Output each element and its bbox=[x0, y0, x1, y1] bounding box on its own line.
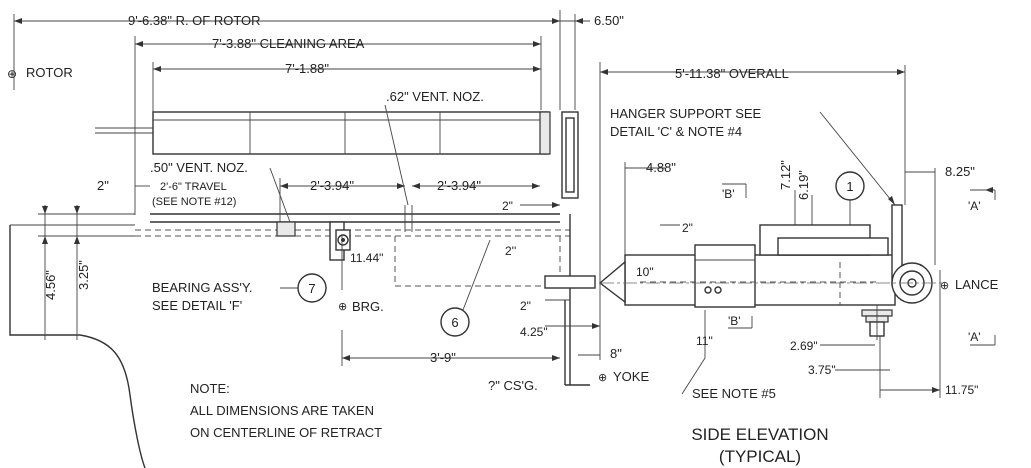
bearing-assembly bbox=[329, 221, 351, 261]
bearing-label-line1: BEARING ASS'Y. bbox=[152, 280, 253, 295]
callout-bubbles bbox=[280, 171, 865, 337]
dim-4-88: 4.88" bbox=[646, 160, 676, 175]
dim-cleaning-area: 7'-3.88" CLEANING AREA bbox=[212, 36, 365, 51]
title-side-elevation: SIDE ELEVATION bbox=[691, 425, 828, 444]
label-vent-noz-50: .50" VENT. NOZ. bbox=[150, 160, 248, 175]
see-note-5: SEE NOTE #5 bbox=[692, 386, 776, 401]
dim-11-44: 11.44" bbox=[350, 251, 383, 265]
dim-8: 8" bbox=[610, 346, 622, 361]
section-b-top: 'B' bbox=[722, 187, 735, 201]
yoke-label: YOKE bbox=[613, 369, 649, 384]
dim-rotor-distance: 9'-6.38" R. OF ROTOR bbox=[128, 13, 261, 28]
left-vertical-dimensions bbox=[38, 205, 135, 340]
callout-7: 7 bbox=[308, 281, 315, 296]
dim-2-left: 2" bbox=[97, 178, 109, 193]
label-see-note-12: (SEE NOTE #12) bbox=[152, 196, 236, 208]
callout-6: 6 bbox=[451, 315, 458, 330]
dim-11: 11" bbox=[696, 334, 713, 348]
dim-4-56: 4.56" bbox=[43, 270, 58, 300]
dim-3-75: 3.75" bbox=[808, 363, 836, 377]
dim-2-3-94-a: 2'-3.94" bbox=[310, 178, 354, 193]
dim-2-3-94-b: 2'-3.94" bbox=[437, 178, 481, 193]
dim-4-25: 4.25" bbox=[520, 325, 548, 339]
carriage-assembly bbox=[598, 111, 933, 340]
dim-7-1-88: 7'-1.88" bbox=[285, 61, 329, 76]
brg-label: BRG. bbox=[352, 299, 384, 314]
dim-10: 10" bbox=[636, 265, 654, 279]
note-heading: NOTE: bbox=[190, 381, 230, 396]
section-markers bbox=[722, 183, 996, 346]
note-line-2: ON CENTERLINE OF RETRACT bbox=[190, 425, 382, 440]
section-a-bottom: 'A' bbox=[968, 330, 981, 344]
dim-6-19: 6.19" bbox=[796, 170, 811, 200]
label-vent-noz-62: .62" VENT. NOZ. bbox=[386, 89, 484, 104]
dim-overall: 5'-11.38" OVERALL bbox=[675, 66, 789, 81]
dim-2-69: 2.69" bbox=[790, 339, 818, 353]
section-b-bottom: 'B' bbox=[728, 314, 741, 328]
dim-11-75: 11.75" bbox=[945, 383, 978, 397]
dim-8-25: 8.25" bbox=[945, 164, 975, 179]
dim-2-carriage: 2" bbox=[682, 221, 693, 235]
callout-1: 1 bbox=[846, 179, 853, 194]
dim-2-plate: 2" bbox=[502, 199, 513, 213]
note5-leader bbox=[681, 357, 706, 395]
top-dimension-lines bbox=[13, 10, 590, 215]
dim-7-12: 7.12" bbox=[778, 160, 793, 190]
hanger-label-line1: HANGER SUPPORT SEE bbox=[610, 106, 762, 121]
title-typical: (TYPICAL) bbox=[719, 447, 801, 466]
rotor-centerline-symbol: ⊕ bbox=[7, 67, 17, 81]
dim-travel: 2'-6" TRAVEL bbox=[160, 181, 227, 193]
dim-2-mid: 2'' bbox=[505, 244, 516, 258]
dim-2-lower: 2" bbox=[520, 299, 531, 313]
lance-centerline-symbol: ⊕ bbox=[940, 280, 949, 292]
section-a-top: 'A' bbox=[968, 199, 981, 213]
lance-label: LANCE bbox=[955, 277, 999, 292]
rotor-housing-outline bbox=[9, 214, 625, 468]
bearing-label-line2: SEE DETAIL 'F' bbox=[152, 298, 242, 313]
dim-casing: ?" CS'G. bbox=[488, 378, 538, 393]
hanger-label-line2: DETAIL 'C' & NOTE #4 bbox=[610, 124, 742, 139]
mid-dimension-lines bbox=[135, 104, 600, 366]
dim-3-25: 3.25" bbox=[76, 260, 91, 290]
dim-3-9: 3'-9" bbox=[430, 350, 456, 365]
lance-tube-body bbox=[95, 111, 579, 199]
rotor-label: ROTOR bbox=[26, 65, 73, 80]
traverse-rail bbox=[135, 205, 570, 287]
yoke-centerline-symbol: ⊕ bbox=[598, 372, 607, 384]
dim-6-50: 6.50" bbox=[594, 13, 624, 28]
note-line-1: ALL DIMENSIONS ARE TAKEN bbox=[190, 403, 374, 418]
brg-centerline-symbol: ⊕ bbox=[338, 301, 347, 313]
